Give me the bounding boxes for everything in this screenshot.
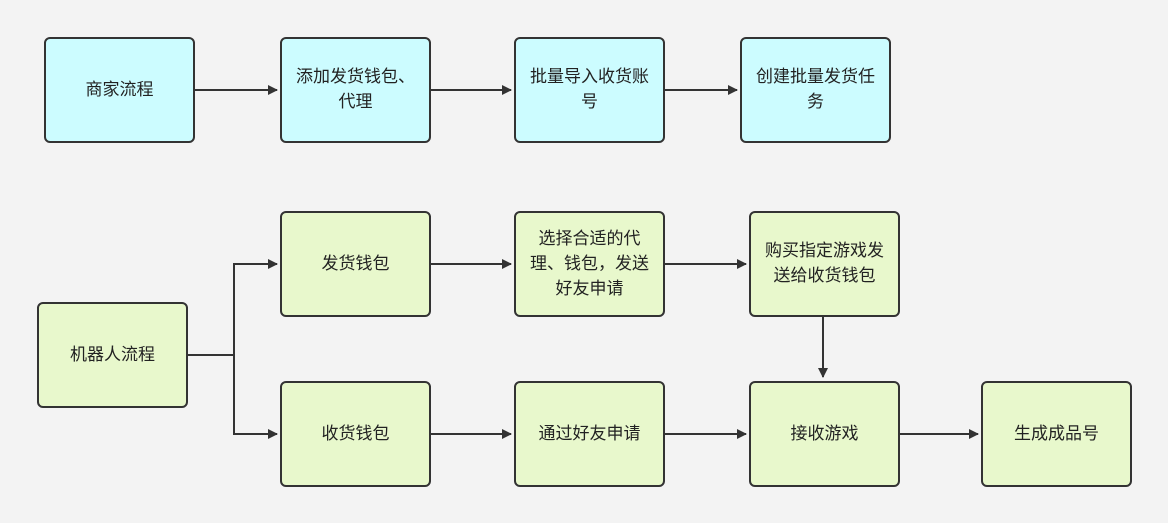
ship-wallet-node[interactable]: 发货钱包	[280, 211, 431, 317]
create-batch-task-label: 创建批量发货任务	[756, 67, 875, 112]
receive-game-node[interactable]: 接收游戏	[749, 381, 900, 487]
connector-robot-to-receive-wallet	[233, 355, 278, 439]
finished-account-label: 生成成品号	[1014, 423, 1099, 444]
finished-account-node[interactable]: 生成成品号	[981, 381, 1132, 487]
ship-wallet-label: 发货钱包	[321, 253, 390, 274]
receive-wallet-node[interactable]: 收货钱包	[280, 381, 431, 487]
receive-game-label: 接收游戏	[790, 423, 859, 444]
import-receiving-accounts-node[interactable]: 批量导入收货账号	[514, 37, 665, 143]
accept-friend-label: 通过好友申请	[538, 423, 641, 444]
create-batch-task-node[interactable]: 创建批量发货任务	[740, 37, 891, 143]
import-receiving-accounts-label: 批量导入收货账号	[530, 67, 649, 112]
robot-flow-start-node[interactable]: 机器人流程	[37, 302, 188, 408]
buy-game-label: 购买指定游戏发送给收货钱包	[765, 241, 884, 286]
merchant-flow-start-label: 商家流程	[85, 79, 154, 100]
receive-wallet-label: 收货钱包	[321, 423, 390, 444]
select-proxy-label: 选择合适的代理、钱包，发送好友申请	[530, 228, 649, 299]
accept-friend-node[interactable]: 通过好友申请	[514, 381, 665, 487]
add-wallet-proxy-label: 添加发货钱包、代理	[296, 67, 415, 112]
merchant-flow-start-node[interactable]: 商家流程	[44, 37, 195, 143]
add-wallet-proxy-node[interactable]: 添加发货钱包、代理	[280, 37, 431, 143]
buy-game-node[interactable]: 购买指定游戏发送给收货钱包	[749, 211, 900, 317]
select-proxy-node[interactable]: 选择合适的代理、钱包，发送好友申请	[514, 211, 665, 317]
robot-flow-start-label: 机器人流程	[70, 344, 155, 365]
connector-robot-to-ship-wallet	[188, 259, 278, 356]
